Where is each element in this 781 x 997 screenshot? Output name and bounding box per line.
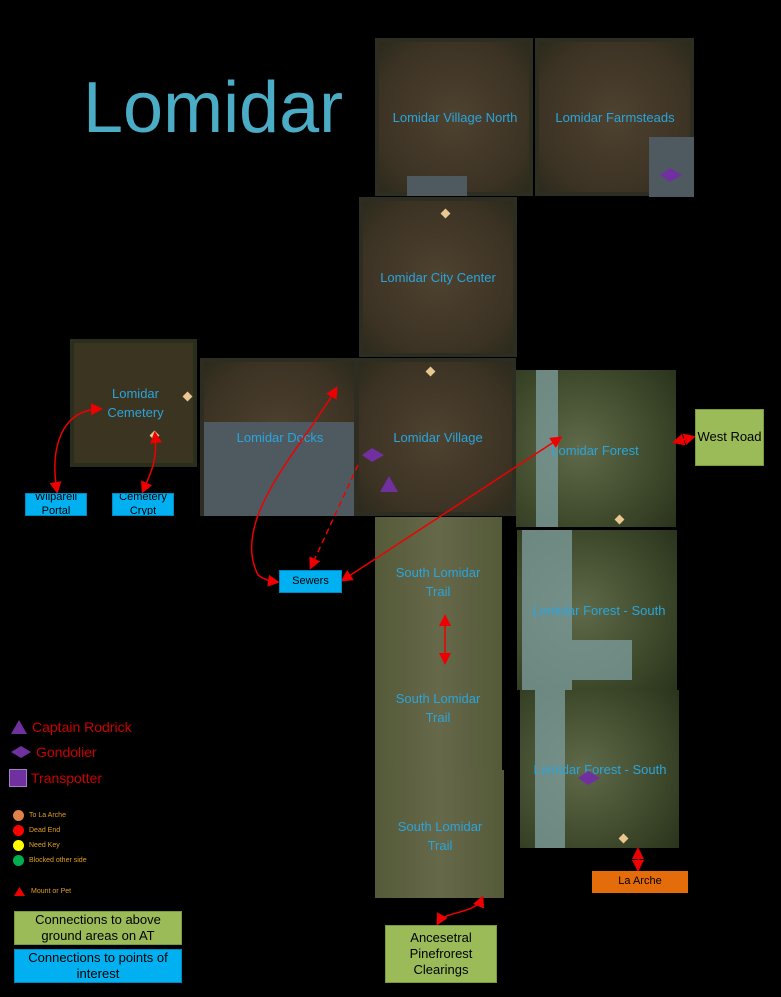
legend-label: Transpotter bbox=[31, 770, 103, 786]
green-dot-icon bbox=[13, 855, 24, 866]
connection-wilparell-portal[interactable]: Wilparell Portal bbox=[25, 493, 87, 516]
zone-label: South Lomidar Trail bbox=[395, 565, 481, 599]
legend-label: Blocked other side bbox=[29, 857, 87, 864]
yellow-dot-icon bbox=[13, 840, 24, 851]
legend-to-la-arche: To La Arche bbox=[13, 810, 66, 821]
legend-label: Captain Rodrick bbox=[32, 719, 132, 735]
legend-points-of-interest: Connections to points of interest bbox=[14, 949, 182, 983]
zone-label: Lomidar Cemetery bbox=[107, 386, 164, 420]
zone-label: Lomidar City Center bbox=[380, 270, 496, 285]
zone-label: Lomidar Docks bbox=[236, 430, 324, 445]
zone-trail-2[interactable] bbox=[375, 645, 502, 770]
zone-label: South Lomidar Trail bbox=[397, 819, 483, 853]
legend-transpotter: Transpotter bbox=[9, 769, 102, 787]
legend-gondolier: Gondolier bbox=[10, 744, 97, 760]
zone-cemetery[interactable] bbox=[70, 339, 197, 467]
legend-label: Need Key bbox=[29, 842, 60, 849]
legend-label: Gondolier bbox=[36, 744, 97, 760]
connection-cemetery-crypt[interactable]: Cemetery Crypt bbox=[112, 493, 174, 516]
connection-ancestral-pineforest[interactable]: Ancesetral Pinefrorest Clearings bbox=[385, 925, 497, 983]
zone-label: Lomidar Forest - South bbox=[533, 762, 667, 777]
connection-west-road[interactable]: West Road bbox=[695, 409, 764, 466]
red-dot-icon bbox=[13, 825, 24, 836]
square-icon bbox=[9, 769, 27, 787]
legend-captain: Captain Rodrick bbox=[10, 719, 132, 735]
zone-village-north[interactable] bbox=[375, 38, 533, 196]
connection-sewers[interactable]: Sewers bbox=[279, 570, 342, 593]
zone-label: Lomidar Village bbox=[393, 430, 483, 445]
legend-blocked: Blocked other side bbox=[13, 855, 87, 866]
triangle-icon bbox=[11, 720, 27, 734]
legend-need-key: Need Key bbox=[13, 840, 60, 851]
connection-la-arche[interactable]: La Arche bbox=[592, 871, 688, 893]
zone-label: Lomidar Forest - South bbox=[532, 603, 666, 618]
zone-label: South Lomidar Trail bbox=[395, 691, 481, 725]
zone-trail-3[interactable] bbox=[375, 770, 504, 898]
zone-forest-south-1[interactable] bbox=[517, 530, 677, 690]
map-title: Lomidar bbox=[83, 68, 344, 148]
orange-dot-icon bbox=[13, 810, 24, 821]
legend-label: Dead End bbox=[29, 827, 61, 834]
legend-dead-end: Dead End bbox=[13, 825, 60, 836]
zone-label: Lomidar Farmsteads bbox=[555, 110, 675, 125]
zone-label: Lomidar Forest bbox=[551, 443, 639, 458]
red-triangle-icon bbox=[14, 887, 25, 896]
legend-label: To La Arche bbox=[29, 812, 66, 819]
legend-above-ground: Connections to above ground areas on AT bbox=[14, 911, 182, 945]
diamond-icon bbox=[11, 746, 31, 758]
legend-mount: Mount or Pet bbox=[13, 886, 71, 897]
legend-label: Mount or Pet bbox=[31, 888, 72, 895]
zone-city-center[interactable] bbox=[359, 197, 517, 357]
zone-label: Lomidar Village North bbox=[392, 110, 518, 125]
zone-forest-south-2[interactable] bbox=[520, 690, 679, 848]
